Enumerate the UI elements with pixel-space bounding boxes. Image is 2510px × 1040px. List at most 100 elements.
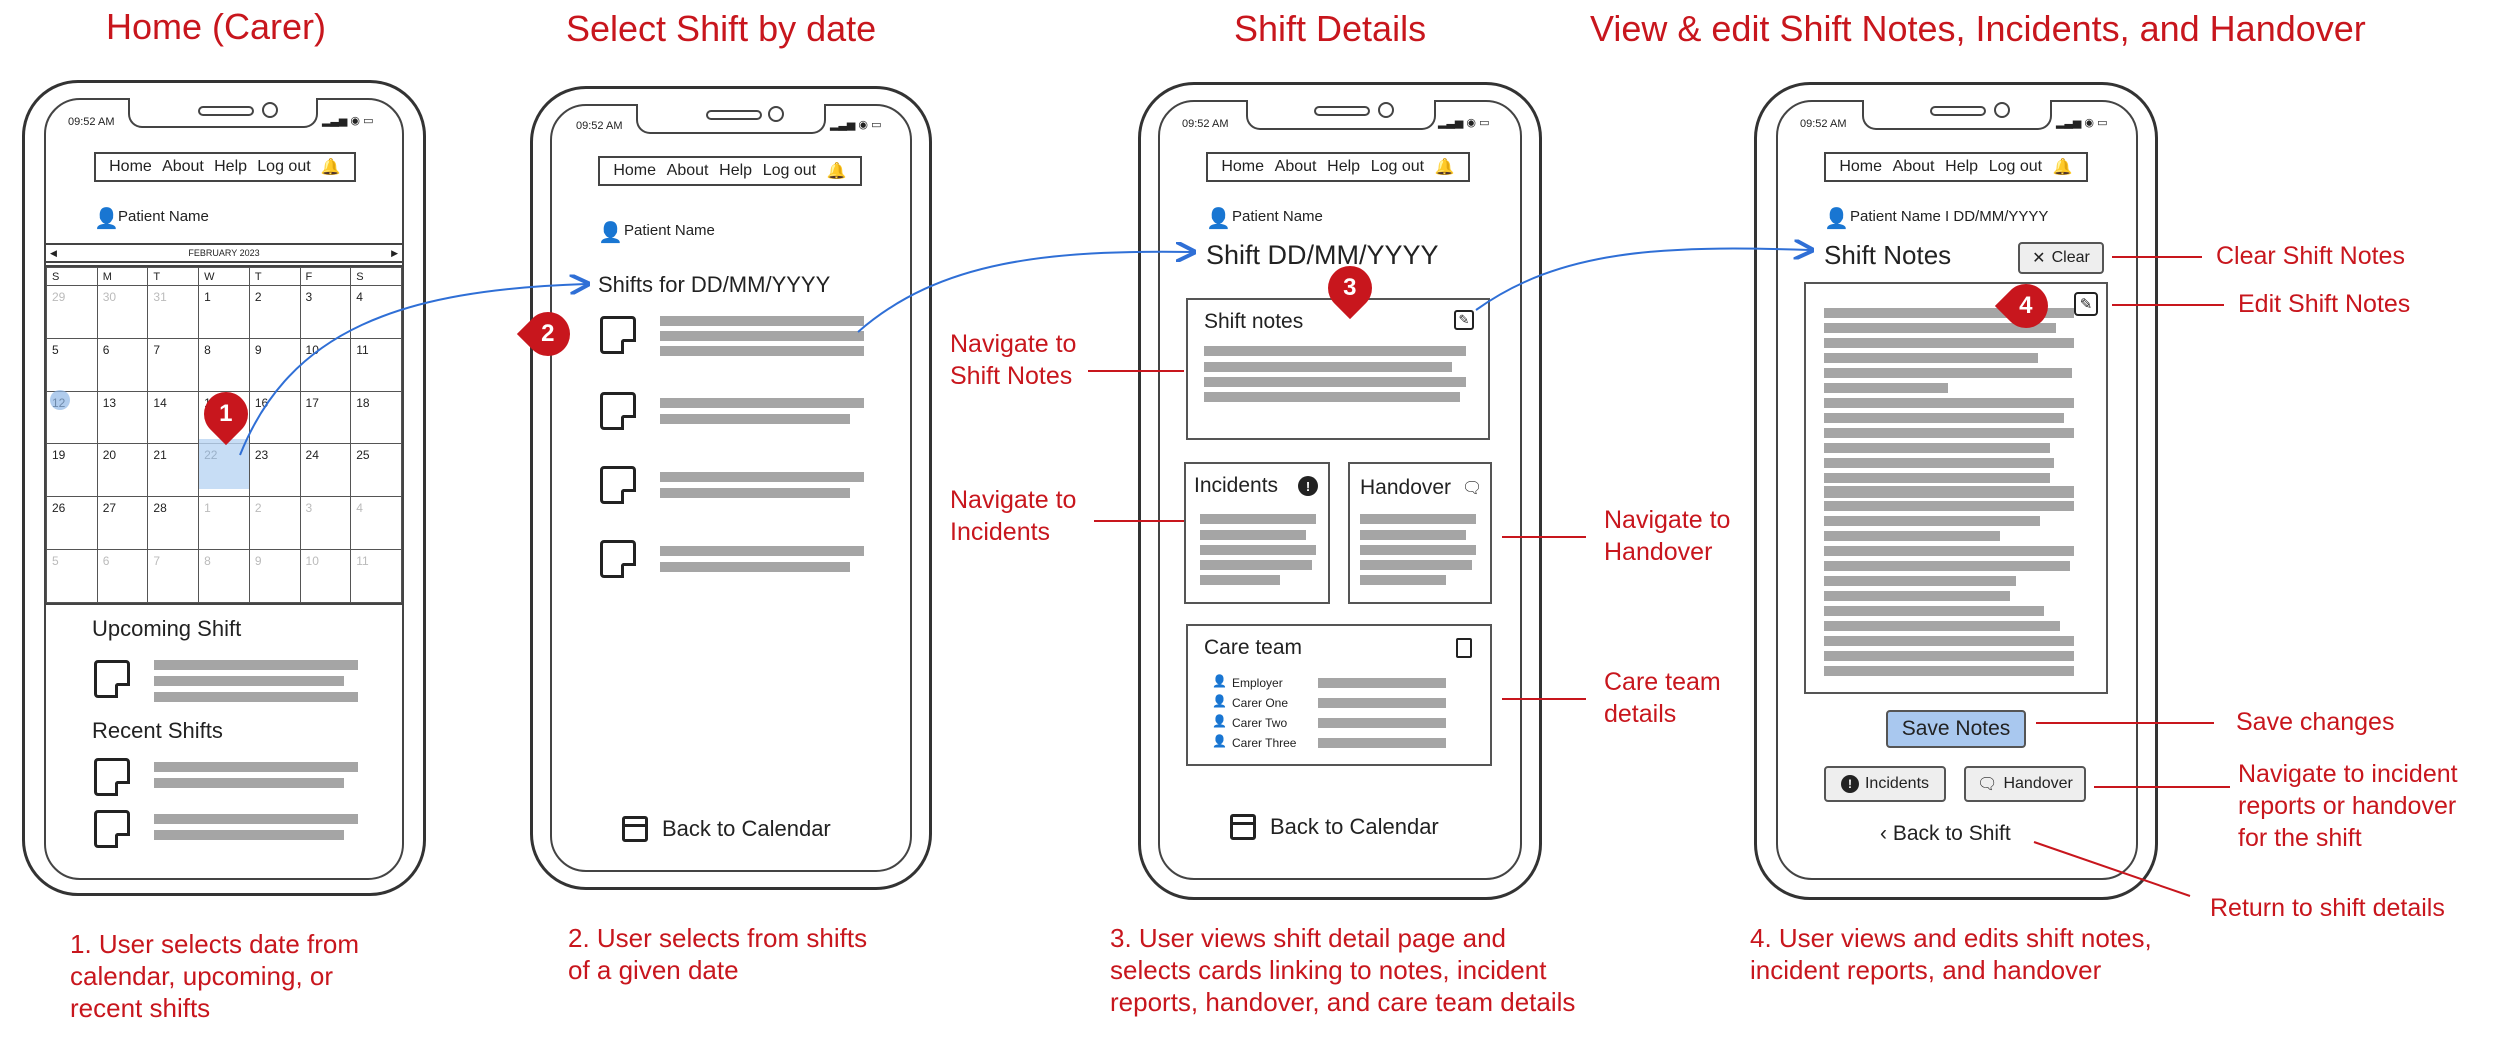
next-month-icon[interactable]: ▶ [391,247,398,258]
calendar-day[interactable]: 3 [299,496,352,551]
alert-icon: ! [1840,775,1859,793]
calendar-day[interactable]: 30 [96,285,149,339]
calendar-day[interactable]: 19 [46,443,98,498]
calendar-day[interactable]: 1 [198,496,250,551]
care-team-member: Carer Three [1232,736,1297,750]
shift-doc-icon[interactable] [94,660,130,698]
edit-icon[interactable]: ✎ [2074,292,2098,316]
pointer-nav-notes [1088,370,1184,372]
calendar-day[interactable]: 4 [350,496,402,551]
bell-icon[interactable]: 🔔 [2052,159,2073,176]
today-dot [50,390,70,410]
placeholder-line [154,676,344,686]
calendar-day[interactable]: 27 [96,496,149,551]
placeholder-line [1824,413,2064,423]
back-to-calendar-link[interactable]: Back to Calendar [662,816,831,841]
shift-doc-icon[interactable] [94,810,130,848]
nav-home[interactable]: Home [1221,158,1265,175]
speaker [1314,106,1370,116]
bell-icon[interactable]: 🔔 [826,163,847,180]
calendar-day[interactable]: 21 [147,443,200,498]
nav-help[interactable]: Help [214,158,248,175]
title-view-edit: View & edit Shift Notes, Incidents, and … [1590,8,2366,49]
pointer-nav-reports [2094,786,2230,788]
calendar-day[interactable]: 20 [96,443,149,498]
save-notes-label: Save Notes [1901,717,2011,740]
weekday-header: F [299,267,352,286]
calendar-day[interactable]: 11 [350,549,402,603]
handover-button[interactable]: 🗨 Handover [1964,766,2086,802]
back-to-shift-label: Back to Shift [1892,822,2011,845]
shift-doc-icon[interactable] [600,466,636,504]
nav-home[interactable]: Home [613,162,657,179]
calendar-day[interactable]: 1 [198,285,250,339]
nav-logout[interactable]: Log out [762,162,817,179]
alert-icon: ! [1298,476,1318,496]
bell-icon[interactable]: 🔔 [1434,159,1455,176]
nav-help[interactable]: Help [719,162,753,179]
nav-about[interactable]: About [1892,158,1935,175]
placeholder-line [660,414,850,424]
calendar-day[interactable]: 7 [147,337,200,392]
calendar-day[interactable]: 6 [96,549,149,603]
calendar-day[interactable]: 9 [248,549,301,603]
nav-home[interactable]: Home [109,158,152,175]
clear-button[interactable]: ✕ Clear [2018,242,2104,274]
prev-month-icon[interactable]: ◀ [50,247,57,258]
calendar-day[interactable]: 9 [248,337,301,392]
placeholder-line [1824,443,2050,453]
shift-doc-icon[interactable] [94,758,130,796]
nav-about[interactable]: About [162,158,204,175]
handover-label: Handover [2003,775,2073,792]
annotation-navigate-handover: Navigate to Handover [1604,506,1731,566]
nav-about[interactable]: About [666,162,709,179]
chat-icon: 🗨 [1462,480,1483,497]
back-to-shift-link[interactable]: ‹ Back to Shift [1880,822,2011,846]
nav-home[interactable]: Home [1839,158,1883,175]
nav-help[interactable]: Help [1945,158,1979,175]
nav-logout[interactable]: Log out [1370,158,1425,175]
placeholder-line [1824,323,2056,333]
calendar-day[interactable]: 23 [248,443,301,498]
calendar-day[interactable]: 31 [147,285,200,339]
calendar-day[interactable]: 18 [350,390,402,445]
member-icon: 👤 [1212,674,1227,688]
nav-logout[interactable]: Log out [1988,158,2043,175]
bell-icon[interactable]: 🔔 [320,159,341,176]
calendar-day[interactable]: 5 [46,549,98,603]
edit-icon[interactable]: ✎ [1454,310,1474,330]
placeholder-line [1824,398,2074,408]
save-notes-button[interactable]: Save Notes [1886,710,2026,748]
placeholder-line [1200,514,1316,524]
annotation-edit-notes: Edit Shift Notes [2238,290,2411,318]
calendar-day[interactable]: 24 [299,443,352,498]
calendar-day[interactable]: 8 [198,337,250,392]
calendar-icon[interactable] [622,816,648,842]
incidents-button[interactable]: ! Incidents [1824,766,1946,802]
calendar-icon[interactable] [1230,814,1256,840]
placeholder-line [1824,651,2074,661]
back-to-calendar-link[interactable]: Back to Calendar [1270,814,1439,839]
speaker [198,106,254,116]
calendar-day[interactable]: 2 [248,285,301,339]
placeholder-line [154,830,344,840]
nav-logout[interactable]: Log out [257,158,311,175]
nav-help[interactable]: Help [1327,158,1361,175]
placeholder-line [154,814,358,824]
calendar-day[interactable]: 3 [299,285,352,339]
shift-doc-icon[interactable] [600,540,636,578]
calendar-day[interactable]: 7 [147,549,200,603]
calendar-day[interactable]: 17 [299,390,352,445]
calendar-day[interactable]: 26 [46,496,98,551]
calendar-day[interactable]: 10 [299,549,352,603]
care-team-title: Care team [1204,636,1303,659]
shift-doc-icon[interactable] [600,392,636,430]
placeholder-line [660,472,864,482]
shift-doc-icon[interactable] [600,316,636,354]
title-select-shift: Select Shift by date [566,8,877,49]
nav-about[interactable]: About [1274,158,1317,175]
placeholder-line [660,316,864,326]
status-time: 09:52 AM [1800,118,1847,130]
placeholder-line [1824,576,2016,586]
care-team-member: Carer One [1232,696,1289,710]
